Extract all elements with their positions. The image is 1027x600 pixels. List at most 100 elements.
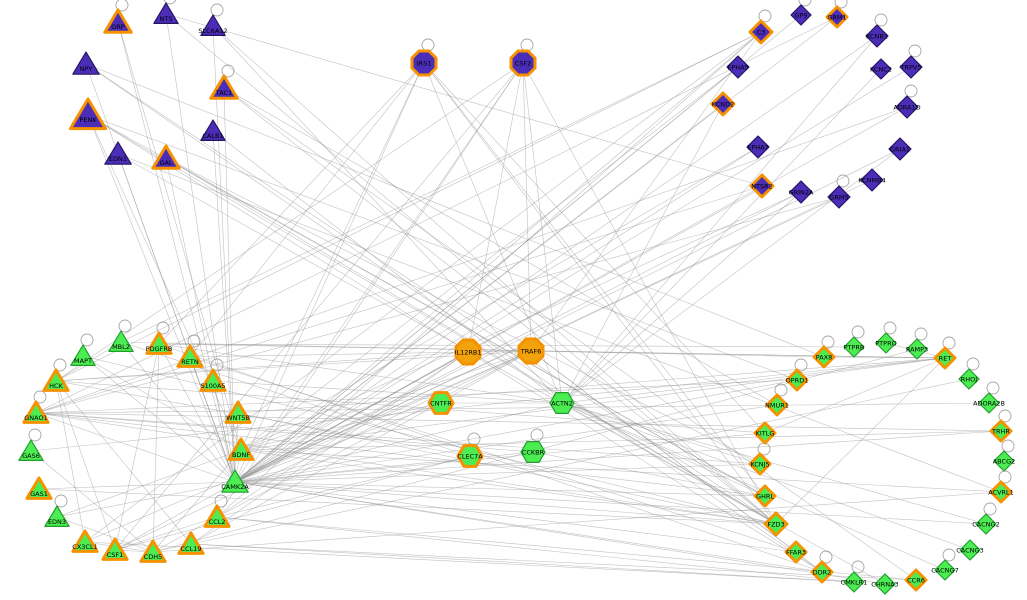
self-loop-RAMP3 (914, 327, 928, 341)
node-GAS6[interactable] (18, 439, 44, 461)
node-ABCG2[interactable] (993, 450, 1015, 472)
node-ACTN2[interactable] (549, 392, 575, 414)
node-GHRL[interactable] (753, 484, 777, 508)
node-TRAF6[interactable] (517, 337, 545, 365)
node-S100A5[interactable] (199, 368, 227, 392)
node-KCNC2[interactable] (870, 58, 892, 80)
node-NTSR2[interactable] (749, 173, 775, 199)
node-RET[interactable] (933, 346, 957, 370)
node-RETN[interactable] (176, 344, 204, 368)
edge-EPHA7-BDNF (240, 146, 759, 451)
edge-IL12RB1-HCK (55, 351, 469, 382)
node-KCNMB4[interactable] (860, 168, 884, 192)
node-label-GRIA1: GRIA1 (890, 146, 910, 154)
node-FFAR3[interactable] (784, 540, 808, 564)
node-ADORA2B[interactable] (978, 392, 1000, 414)
node-CCL19[interactable] (177, 531, 205, 555)
node-CCL2[interactable] (203, 504, 231, 528)
node-TAC1[interactable] (209, 74, 239, 100)
node-GRP[interactable] (103, 8, 133, 34)
edge-NTS-CAMK2A (165, 13, 236, 483)
node-CLEC7A[interactable] (456, 444, 484, 468)
node-CCKBR[interactable] (520, 441, 546, 463)
edge-GNAO1-OPRD1 (35, 379, 798, 414)
node-RAMP3[interactable] (906, 338, 928, 360)
node-EDN3[interactable] (44, 505, 70, 527)
edge-GNAO1-TRHR (35, 412, 1002, 432)
node-CHRNA3[interactable] (874, 573, 896, 595)
node-RHOJ[interactable] (958, 368, 980, 390)
node-C3[interactable] (748, 19, 774, 45)
node-CACNG7[interactable] (934, 559, 956, 581)
node-PENK[interactable] (68, 97, 108, 131)
node-PDGFRB[interactable] (145, 331, 173, 355)
node-GNAO1[interactable] (22, 400, 50, 424)
edge-IRS1-GHRL (423, 62, 766, 497)
node-SLC6A12[interactable] (200, 14, 226, 36)
node-GRM1[interactable] (825, 5, 849, 29)
node-EPHA7[interactable] (746, 135, 770, 159)
node-WNT5B[interactable] (224, 400, 252, 424)
node-EDN1[interactable] (104, 141, 132, 165)
edge-CLEC7A-CCL2 (216, 455, 471, 518)
self-loop-C3 (758, 9, 772, 23)
node-KITLG[interactable] (753, 421, 777, 445)
node-TRHR[interactable] (989, 419, 1013, 443)
node-CDH5[interactable] (139, 539, 167, 563)
node-CAMK2A[interactable] (221, 469, 249, 493)
node-KCNB1[interactable] (865, 24, 889, 48)
node-CSF1[interactable] (101, 537, 129, 561)
node-PAX8[interactable] (812, 345, 836, 369)
edge-NPY-DDR2 (85, 63, 823, 573)
node-GAL[interactable] (151, 144, 181, 170)
edge-PDGFRB-DDR2 (158, 343, 823, 573)
node-KCND2[interactable] (710, 91, 736, 117)
node-GAS1[interactable] (25, 476, 53, 500)
node-CNTFR[interactable] (427, 391, 455, 415)
node-BDNF[interactable] (227, 437, 255, 461)
node-HCK[interactable] (42, 368, 70, 392)
node-ACVRL1[interactable] (989, 480, 1013, 504)
edge-C3-CX3CL1 (84, 31, 762, 543)
node-CMKLR1[interactable] (843, 571, 865, 593)
node-GP9[interactable] (790, 4, 812, 26)
node-GRIA1[interactable] (888, 137, 912, 161)
edge-EDN1-ACVRL1 (117, 153, 1002, 493)
edge-PDGFRB-CAMK2A (158, 343, 236, 483)
edge-GAS6-CDH5 (30, 450, 154, 553)
node-OPRD1[interactable] (785, 368, 809, 392)
node-DDR2[interactable] (810, 560, 834, 584)
edge-NPY-PAX8 (85, 63, 825, 358)
node-label-GP9: GP9 (794, 12, 807, 20)
node-CX3CL1[interactable] (71, 529, 99, 553)
node-EPHA5[interactable] (726, 55, 750, 79)
node-TRPV5[interactable] (899, 55, 923, 79)
node-CCR6[interactable] (904, 568, 928, 592)
node-FZD3[interactable] (763, 511, 789, 537)
edge-CSF2-CSF1 (114, 62, 524, 551)
node-label-RETN: RETN (181, 358, 199, 366)
node-CSF2[interactable] (509, 49, 537, 77)
node-ADRA1D[interactable] (895, 95, 919, 119)
edge-CALB1-ACTN2 (212, 130, 563, 404)
node-MAPT[interactable] (70, 344, 96, 366)
node-CACNG2[interactable] (975, 513, 997, 535)
node-IRS1[interactable] (410, 49, 438, 77)
edge-HCK-CCL19 (55, 380, 192, 545)
node-PTPRO[interactable] (875, 332, 897, 354)
edge-WNT5B-RET (237, 357, 946, 414)
node-IL12RB1[interactable] (454, 338, 482, 366)
node-KCNJ5[interactable] (748, 452, 772, 476)
node-CACNG3[interactable] (959, 539, 981, 561)
node-CALB1[interactable] (200, 119, 226, 141)
node-GRM5[interactable] (827, 185, 851, 209)
node-MBL2[interactable] (108, 330, 134, 352)
node-GRIN2A[interactable] (789, 180, 813, 204)
node-NTS[interactable] (153, 2, 179, 24)
node-NMUR1[interactable] (765, 393, 789, 417)
node-NPY[interactable] (72, 51, 100, 75)
node-PTPRB[interactable] (843, 336, 865, 358)
edge-TRAF6-CX3CL1 (84, 350, 532, 543)
edge-ACTN2-CACNG3 (561, 402, 971, 551)
